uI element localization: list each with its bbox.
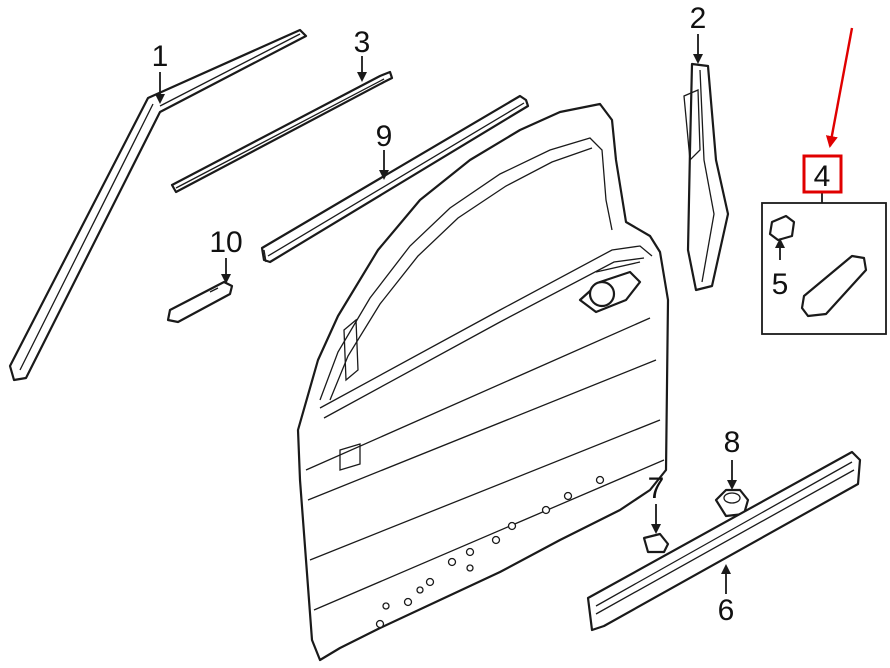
highlight-box <box>802 154 843 194</box>
callout-4: 4 <box>814 160 831 193</box>
callout-8: 8 <box>724 426 741 459</box>
door-shell <box>296 102 670 662</box>
part-3-weatherstrip <box>170 70 394 194</box>
part-2-pillar-applique <box>683 62 730 292</box>
leader-lines <box>155 34 785 594</box>
callout-7: 7 <box>648 472 665 505</box>
callout-3: 3 <box>354 26 371 59</box>
part-4-badge <box>800 254 868 318</box>
callout-10: 10 <box>209 226 242 259</box>
callout-1: 1 <box>152 40 169 73</box>
part-5-clip <box>768 214 796 242</box>
callout-2: 2 <box>690 2 707 35</box>
part-9-belt-molding <box>260 94 530 264</box>
part-8-fastener <box>714 488 750 518</box>
callout-5: 5 <box>772 268 789 301</box>
part-7-clip <box>642 532 670 554</box>
highlight-arrow <box>825 27 854 148</box>
part-6-lower-molding <box>586 450 862 632</box>
part-4-detail-box <box>761 192 887 335</box>
callout-6: 6 <box>718 594 735 627</box>
callout-9: 9 <box>376 120 393 153</box>
part-10-trim <box>166 280 234 324</box>
part-1-molding <box>8 28 308 382</box>
